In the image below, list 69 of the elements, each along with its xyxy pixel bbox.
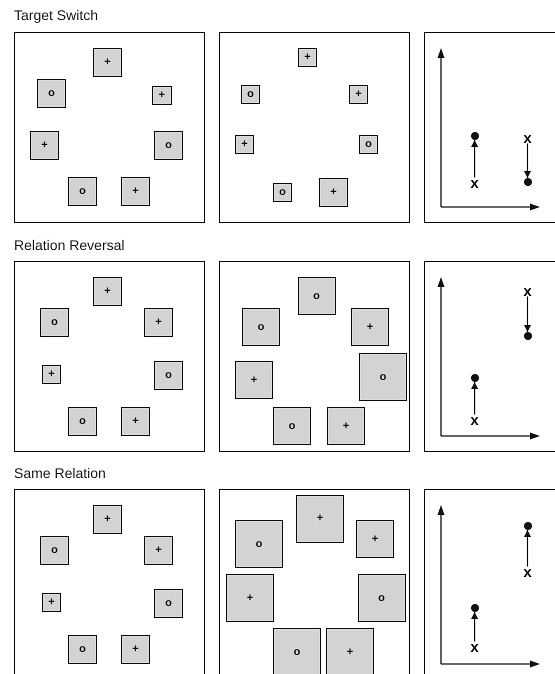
stimulus-tile: o [359,353,407,401]
stimulus-tile: o [242,308,280,346]
stimulus-tile: o [154,361,183,390]
stimulus-tile: + [93,48,122,77]
data-point [524,178,532,186]
row-heading: Same Relation [14,465,106,481]
stimulus-tile: o [37,78,66,108]
row-heading: Relation Reversal [14,237,124,253]
display-panel [219,489,410,674]
data-point [470,374,479,382]
stimulus-tile: + [296,494,344,543]
stimulus-tile: o [235,520,283,568]
stimulus-tile: o [68,407,97,436]
stimulus-tile: + [121,177,150,206]
stimulus-tile: o [358,574,406,622]
stimulus-tile: + [93,277,122,306]
stimulus-tile: o [40,536,69,565]
stimulus-tile: o [273,407,311,445]
stimulus-tile: o [298,277,336,315]
display-panel [14,261,205,452]
stimulus-tile: + [356,520,394,558]
data-point [524,332,532,340]
stimulus-tile: + [226,574,274,622]
stimulus-tile: o [241,85,260,104]
stimulus-tile: + [42,365,61,384]
x-label: x [470,414,479,426]
display-panel [14,32,205,223]
row-heading: Target Switch [14,7,98,23]
stimulus-tile: + [235,361,273,399]
x-label: x [470,642,479,652]
stimulus-tile: o [154,131,183,160]
arrow [471,140,478,178]
stimulus-tile: o [273,183,292,202]
stimulus-tile: o [359,135,378,154]
arrow [524,530,531,566]
arrow [471,382,478,414]
stimulus-tile: o [273,628,321,674]
stimulus-tile: + [152,86,172,106]
stimulus-tile: + [121,407,150,436]
stimulus-tile: o [154,589,183,618]
data-point [524,522,532,530]
stimulus-tile: o [40,308,69,337]
display-panel [14,489,205,674]
stimulus-tile: + [298,48,317,67]
stimulus-tile: o [68,177,97,206]
stimulus-tile: + [349,85,368,104]
stimulus-tile: + [93,505,122,534]
stimulus-tile: + [144,308,173,337]
stimulus-tile: + [326,628,374,674]
arrow [471,612,478,642]
stimulus-tile: + [42,593,61,612]
x-label: x [523,132,532,144]
stimulus-tile: + [144,536,173,565]
stimulus-tile: + [351,308,389,346]
stimulus-tile: o [68,635,97,664]
stimulus-tile: + [30,131,59,160]
x-label: x [523,286,532,296]
display-panel [219,261,410,452]
arrow [524,296,531,332]
arrow [524,144,531,178]
data-point [470,132,479,140]
stimulus-tile: + [319,178,348,207]
stimulus-tile: + [121,635,150,664]
x-label: x [470,178,479,188]
x-label: x [523,566,532,578]
stimulus-tile: + [235,135,254,154]
display-panel [219,32,410,223]
stimulus-tile: + [327,407,365,445]
data-point [470,604,479,612]
